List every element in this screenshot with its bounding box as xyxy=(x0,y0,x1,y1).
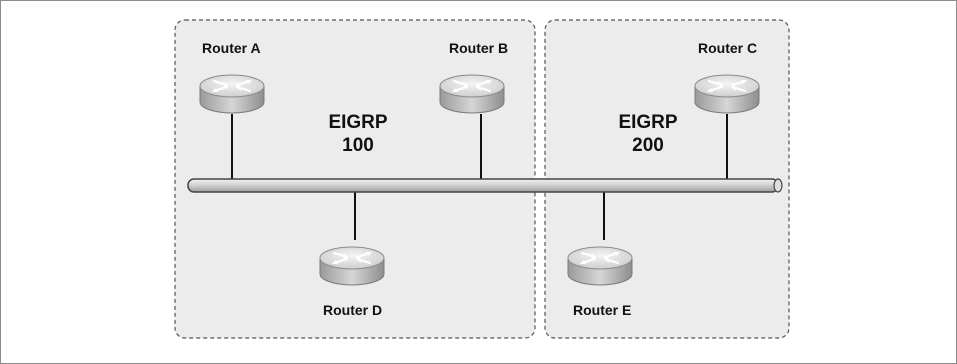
router-c: Router C xyxy=(693,40,761,115)
router-d: Router D xyxy=(318,245,386,318)
router-a: Router A xyxy=(198,40,266,115)
router-e: Router E xyxy=(566,245,634,318)
router-b: Router B xyxy=(438,40,508,115)
router-d-label: Router D xyxy=(323,302,382,318)
router-icon xyxy=(438,73,506,115)
router-icon xyxy=(318,245,386,287)
eigrp-200-label: EIGRP 200 xyxy=(618,112,677,156)
eigrp-200-as-number: 200 xyxy=(632,135,664,156)
ethernet-bus xyxy=(187,178,783,193)
eigrp-100-name: EIGRP xyxy=(328,112,387,133)
router-c-label: Router C xyxy=(698,40,757,56)
eigrp-200-name: EIGRP xyxy=(618,112,677,133)
router-a-label: Router A xyxy=(202,40,261,56)
router-icon xyxy=(198,73,266,115)
router-icon xyxy=(693,73,761,115)
router-b-label: Router B xyxy=(449,40,508,56)
eigrp-100-label: EIGRP 100 xyxy=(328,112,387,156)
eigrp-100-as-number: 100 xyxy=(342,135,374,156)
router-icon xyxy=(566,245,634,287)
router-e-label: Router E xyxy=(573,302,631,318)
